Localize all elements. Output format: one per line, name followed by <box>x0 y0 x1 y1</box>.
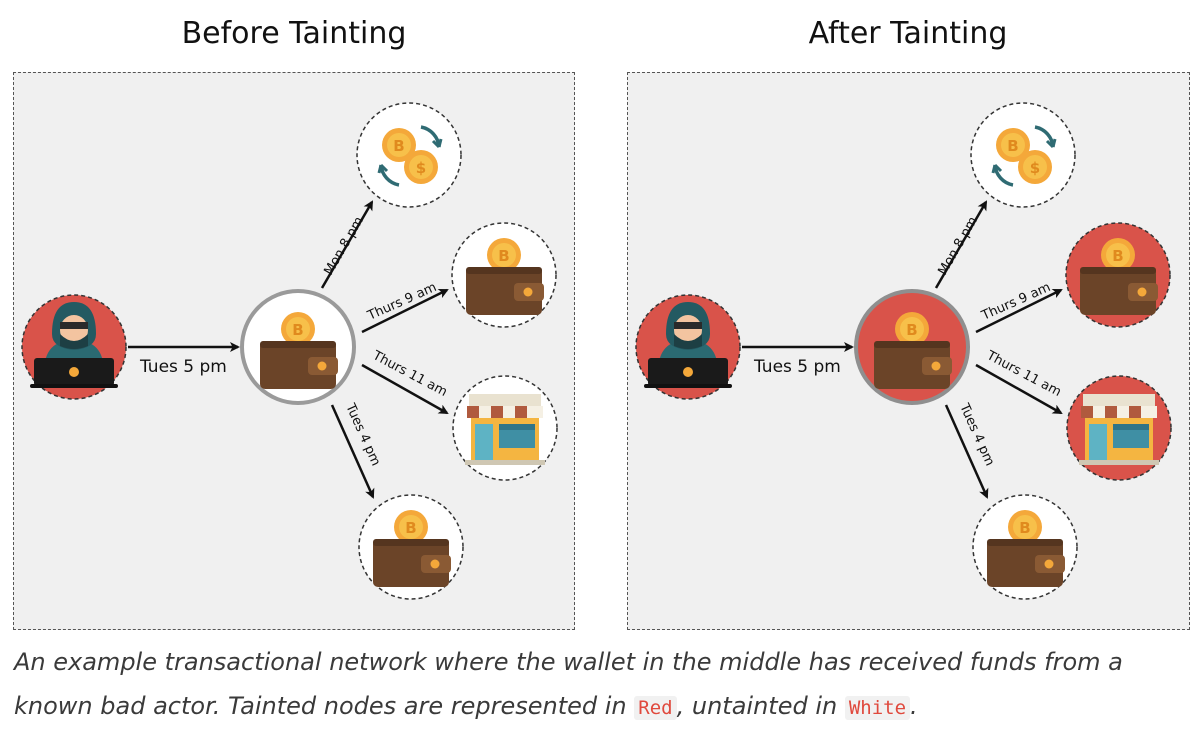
caption-text: An example transactional network where t… <box>14 648 1123 720</box>
node-exchange <box>970 102 1076 208</box>
edge-center-to-exchange <box>320 200 374 289</box>
label-mon8: Mon 8 pm <box>935 214 980 278</box>
node-store <box>452 375 558 481</box>
label-thurs9: Thurs 9 am <box>365 280 439 324</box>
edge-center-to-wallet-lower <box>330 404 375 499</box>
storefront-icon <box>1079 394 1159 465</box>
before-panel-title: Before Tainting <box>181 16 407 51</box>
caption-red-word: Red <box>634 696 677 720</box>
after-panel-title: After Tainting <box>808 16 1008 51</box>
figure-caption: An example transactional network where t… <box>14 640 1194 730</box>
node-wallet-lower <box>972 494 1078 600</box>
edge-center-to-wallet-upper <box>361 288 449 334</box>
node-store-tainted <box>1066 375 1172 481</box>
node-wallet-lower <box>358 494 464 600</box>
node-wallet-upper <box>451 222 557 328</box>
caption-text-mid: , untainted in <box>676 692 845 720</box>
label-tues4: Tues 4 pm <box>342 401 383 469</box>
label-tues5: Tues 5 pm <box>753 357 841 377</box>
edge-center-to-exchange <box>934 200 988 289</box>
node-exchange <box>356 102 462 208</box>
storefront-icon <box>465 394 545 465</box>
node-center-wallet-tainted <box>854 289 970 405</box>
label-tues4: Tues 4 pm <box>956 401 997 469</box>
edge-center-to-wallet-upper <box>975 288 1063 334</box>
node-wallet-upper-tainted <box>1065 222 1171 328</box>
node-center-wallet <box>240 289 356 405</box>
diagram-canvas: B B $ <box>21 102 1172 600</box>
before-network: Tues 5 pm Mon 8 pm Thurs 9 am Thurs 11 a… <box>21 102 558 600</box>
caption-white-word: White <box>844 696 911 720</box>
edge-center-to-wallet-lower <box>944 404 989 499</box>
caption-text-end: . <box>910 692 918 720</box>
label-tues5: Tues 5 pm <box>139 357 227 377</box>
edge-center-to-store <box>361 363 449 415</box>
node-bad-actor <box>21 294 127 400</box>
edge-center-to-store <box>975 363 1063 415</box>
label-thurs9: Thurs 9 am <box>979 280 1053 324</box>
node-bad-actor <box>635 294 741 400</box>
after-network: Tues 5 pm Mon 8 pm Thurs 9 am Thurs 11 a… <box>635 102 1172 600</box>
label-mon8: Mon 8 pm <box>321 214 366 278</box>
